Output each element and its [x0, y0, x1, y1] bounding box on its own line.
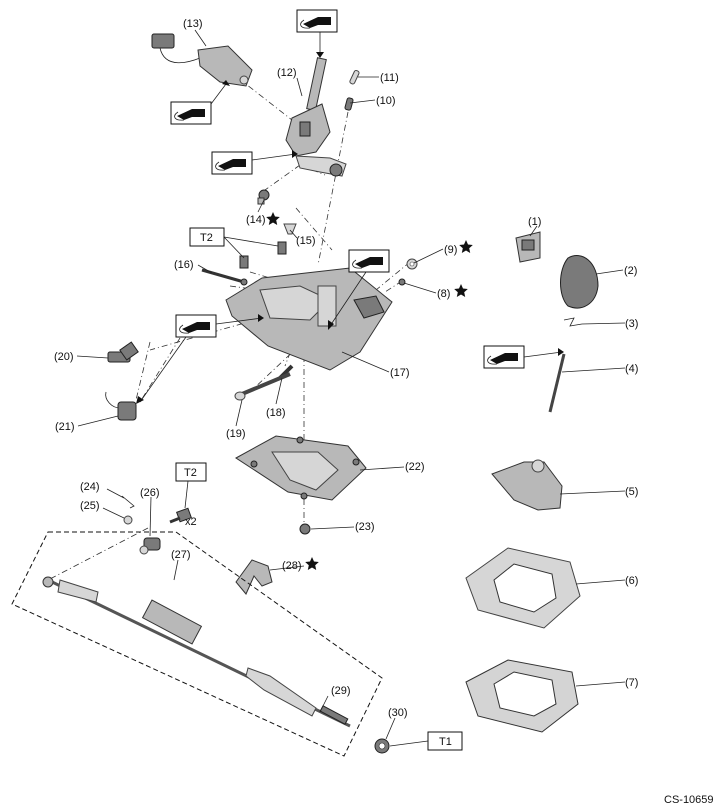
callout-22: (22)	[405, 461, 425, 473]
callout-24: (24)	[80, 481, 100, 493]
part-14-screw	[257, 189, 270, 205]
grease-gun-icon-box-4	[328, 249, 390, 330]
callout-23: (23)	[355, 521, 375, 533]
part-15-clip	[283, 223, 297, 235]
callout-4: (4)	[625, 363, 638, 375]
callout-9: (9)	[444, 244, 457, 256]
part-t2-bolts	[239, 241, 287, 269]
callout-6: (6)	[625, 575, 638, 587]
star-icon	[459, 240, 473, 253]
part-26-clamp	[139, 537, 161, 555]
callout-10: (10)	[376, 95, 396, 107]
callout-17: (17)	[390, 367, 410, 379]
torque-label-t2-lower: T2	[184, 467, 197, 479]
part-7-bracket-frame	[465, 659, 579, 733]
torque-label-t1: T1	[439, 736, 452, 748]
callout-28: (28)	[282, 560, 302, 572]
torque-box-t1: T1	[389, 731, 463, 751]
torque-box-t2-upper: T2	[189, 227, 279, 259]
callout-14: (14)	[246, 214, 266, 226]
callout-16: (16)	[174, 259, 194, 271]
part-9-washer	[406, 258, 418, 270]
torque-box-t2-lower: T2 x2	[175, 462, 207, 528]
part-27-cable-assembly	[11, 531, 383, 757]
part-25-washer	[123, 515, 133, 525]
figure-code: CS-10659	[664, 794, 714, 806]
part-3-clip	[563, 317, 583, 327]
part-4-rod	[548, 353, 566, 413]
alignment-lines	[47, 69, 411, 581]
callout-labels: (1) (2) (3) (4) (5) (6) (7) (8) (9) (10)…	[54, 18, 638, 719]
callout-11: (11)	[380, 72, 399, 84]
part-10-pin	[344, 97, 354, 111]
callout-15: (15)	[296, 235, 316, 247]
callout-2: (2)	[624, 265, 637, 277]
callout-30: (30)	[388, 707, 408, 719]
star-icon	[266, 212, 280, 225]
part-20-connector	[107, 341, 139, 363]
part-30-nut	[374, 738, 390, 754]
callout-13: (13)	[183, 18, 203, 30]
part-24-clip	[121, 495, 135, 509]
part-28-bracket	[235, 559, 273, 595]
grease-gun-icon-box-1	[296, 9, 338, 58]
callout-5: (5)	[625, 486, 638, 498]
callout-26: (26)	[140, 487, 160, 499]
grease-gun-icon-box-3	[211, 150, 298, 175]
part-t2-bolt-x2	[169, 507, 192, 524]
part-22-bracket-plate	[235, 435, 367, 501]
callout-21: (21)	[55, 421, 75, 433]
callout-1: (1)	[528, 216, 541, 228]
part-5-boot	[491, 459, 563, 511]
part-23-nut	[299, 523, 311, 535]
part-17-lever-base	[225, 267, 393, 371]
callout-18: (18)	[266, 407, 286, 419]
callout-7: (7)	[625, 677, 638, 689]
grease-gun-icon-box-6	[483, 345, 564, 369]
part-11-pin	[349, 69, 360, 85]
grease-gun-icon-box-2	[170, 80, 230, 125]
grease-gun-icon-box-5	[136, 314, 264, 404]
callout-8: (8)	[437, 288, 450, 300]
star-icon	[305, 557, 319, 570]
part-2-shift-knob	[560, 255, 599, 309]
callout-19: (19)	[226, 428, 246, 440]
part-19-bolt	[234, 372, 291, 401]
part-1-knob-button	[515, 231, 541, 263]
torque-label-t2-upper: T2	[200, 232, 213, 244]
part-16-bolt	[201, 268, 248, 286]
callout-12: (12)	[277, 67, 297, 79]
part-8-nut	[398, 278, 406, 286]
part-13-harness-connector	[151, 33, 253, 87]
star-icon	[454, 284, 468, 297]
callout-27: (27)	[171, 549, 191, 561]
callout-25: (25)	[80, 500, 100, 512]
callout-leaders	[76, 29, 626, 740]
quantity-label: x2	[185, 516, 197, 528]
part-12-shift-lever-assembly	[285, 57, 347, 177]
callout-29: (29)	[331, 685, 351, 697]
part-21-solenoid	[105, 391, 137, 421]
callout-20: (20)	[54, 351, 74, 363]
callout-3: (3)	[625, 318, 638, 330]
star-icons	[266, 212, 473, 570]
part-6-indicator-panel	[465, 547, 581, 629]
